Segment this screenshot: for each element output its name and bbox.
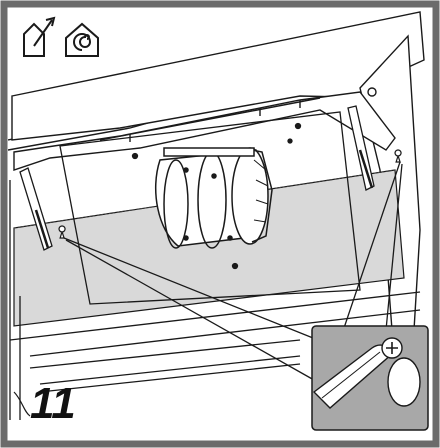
gas-struts [19, 105, 375, 251]
motor-mount-plate [59, 111, 361, 305]
screwdriver-screw-detail [311, 325, 429, 431]
house-recirculation-icon [65, 22, 99, 57]
fan-motor [154, 147, 273, 249]
keyhole-slots [58, 149, 402, 239]
wire [13, 391, 31, 417]
house-ducted-extraction-icon [23, 16, 56, 57]
lower-rails [9, 180, 421, 420]
step-number: 11 [30, 379, 76, 428]
pointer-lines [63, 161, 403, 381]
main-body-frame [13, 91, 396, 171]
